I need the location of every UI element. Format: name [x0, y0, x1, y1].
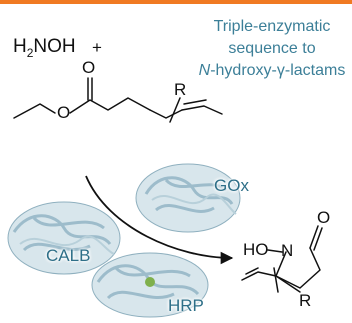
calb-label: CALB	[46, 246, 91, 265]
reagent-formula: H2NOH	[13, 36, 76, 60]
product-ho: HO	[243, 240, 269, 259]
title-line3: N-hydroxy-γ-lactams	[192, 60, 352, 81]
reagent-noh: NOH	[33, 36, 76, 57]
title-line3-rest: -hydroxy-γ-lactams	[210, 62, 346, 79]
product-o: O	[317, 208, 331, 227]
product-structure	[241, 225, 323, 293]
alkene-right-bond	[181, 105, 223, 115]
heme-cofactor	[145, 277, 155, 287]
title-italic-n: N	[198, 62, 211, 79]
substrate-r-group: R	[174, 80, 187, 99]
lactam-ring	[275, 247, 321, 289]
stereo-wavy-bond	[169, 97, 181, 123]
plus-sign: +	[92, 38, 102, 57]
r-group-bond	[275, 275, 301, 293]
chain-bonds	[69, 97, 151, 114]
product-n: N	[281, 241, 294, 260]
ethyl-bonds	[13, 103, 56, 119]
vinyl-bond	[241, 271, 277, 281]
lactam-carbonyl-2	[313, 227, 323, 251]
reaction-arrow	[85, 175, 234, 265]
product-wavy-bond	[273, 267, 279, 293]
calb-protein-graphic	[7, 201, 121, 275]
gox-label: GOx	[214, 176, 249, 195]
title-line2: sequence to	[228, 40, 316, 57]
hrp-label: HRP	[168, 296, 204, 315]
vinyl-double-bond	[245, 267, 259, 275]
reagent-subscript: 2	[26, 45, 34, 60]
substrate-carbonyl-o: O	[82, 58, 96, 77]
title-line1: Triple-enzymatic	[213, 18, 331, 35]
gox-protein-graphic	[135, 163, 241, 233]
product-r-group: R	[299, 291, 312, 310]
accent-bar	[0, 0, 352, 4]
reagent-h: H	[13, 36, 27, 57]
hrp-protein-graphic	[91, 252, 209, 318]
n-oh-bond	[267, 249, 283, 253]
substrate-ester-o: O	[57, 103, 71, 122]
alkene-left-bond	[149, 109, 183, 119]
substrate-structure	[13, 77, 223, 123]
lactam-carbonyl-1	[309, 225, 319, 249]
alkene-double-bond	[183, 99, 207, 105]
